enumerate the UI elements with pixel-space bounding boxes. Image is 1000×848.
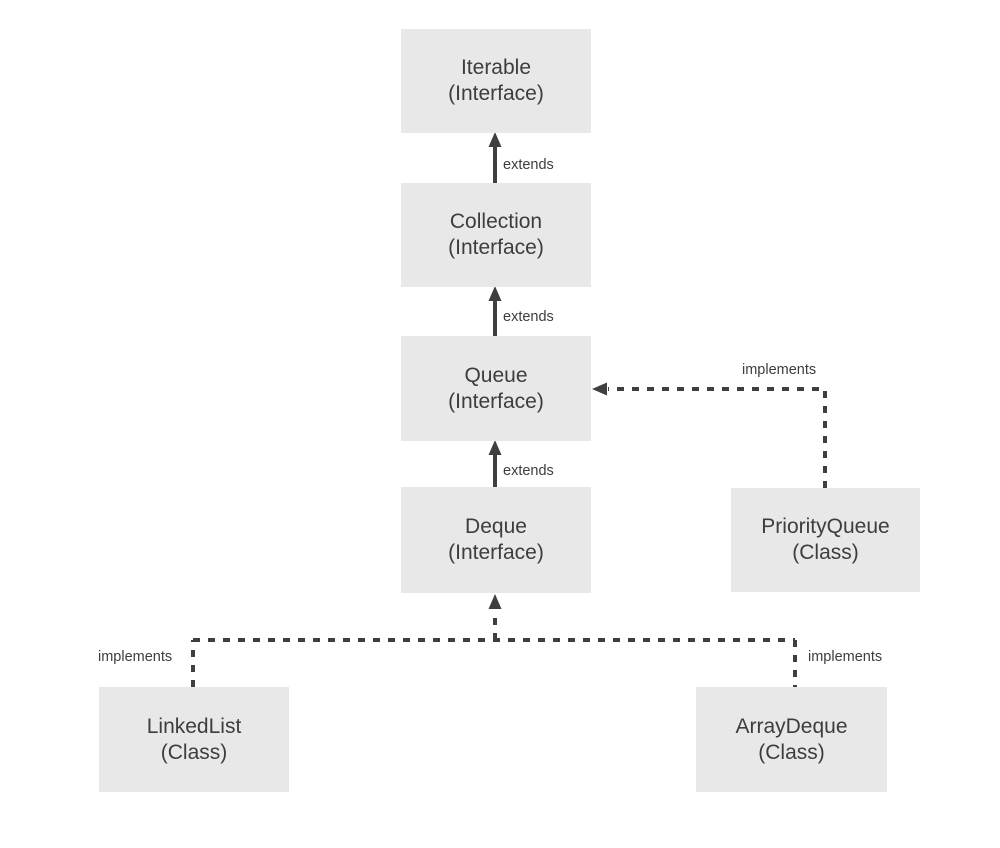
- node-kind: (Interface): [448, 389, 544, 413]
- node-iterable-interface: Iterable (Interface): [401, 29, 591, 133]
- extends-arrow-queue-to-collection: [488, 286, 502, 336]
- node-title: Deque: [465, 515, 527, 538]
- edge-label-extends-deque-queue: extends: [503, 463, 554, 479]
- node-kind: (Class): [792, 541, 859, 564]
- implements-bus-linkedlist-arraydeque-to-deque: [191, 594, 797, 687]
- extends-arrow-deque-to-queue: [488, 440, 502, 487]
- node-kind: (Interface): [448, 236, 544, 259]
- node-arraydeque-class: ArrayDeque (Class): [696, 687, 887, 792]
- edge-label-implements-arraydeque-deque: implements: [808, 649, 883, 665]
- node-collection-interface: Collection (Interface): [401, 183, 591, 287]
- node-kind: (Class): [758, 740, 825, 764]
- node-linkedlist-class: LinkedList (Class): [99, 687, 289, 792]
- node-title: Collection: [449, 210, 543, 233]
- node-title: Queue: [464, 363, 528, 387]
- node-title: PriorityQueue: [761, 515, 890, 538]
- node-queue-interface: Queue (Interface): [401, 336, 591, 441]
- node-title: Iterable: [460, 56, 532, 79]
- edge-label-implements-priorityqueue-queue: implements: [742, 362, 817, 378]
- node-deque-interface: Deque (Interface): [401, 487, 591, 593]
- node-priorityqueue-class: PriorityQueue (Class): [731, 488, 920, 592]
- node-kind: (Interface): [448, 541, 544, 564]
- node-title: ArrayDeque: [735, 714, 848, 738]
- edge-label-extends-collection-iterable: extends: [503, 157, 554, 173]
- implements-arrow-priorityqueue-to-queue: [592, 382, 827, 488]
- edge-label-extends-queue-collection: extends: [503, 309, 554, 325]
- node-title: LinkedList: [146, 714, 242, 738]
- edge-label-implements-linkedlist-deque: implements: [98, 649, 173, 665]
- node-kind: (Class): [160, 740, 228, 764]
- node-kind: (Interface): [448, 82, 544, 105]
- extends-arrow-collection-to-iterable: [488, 132, 502, 183]
